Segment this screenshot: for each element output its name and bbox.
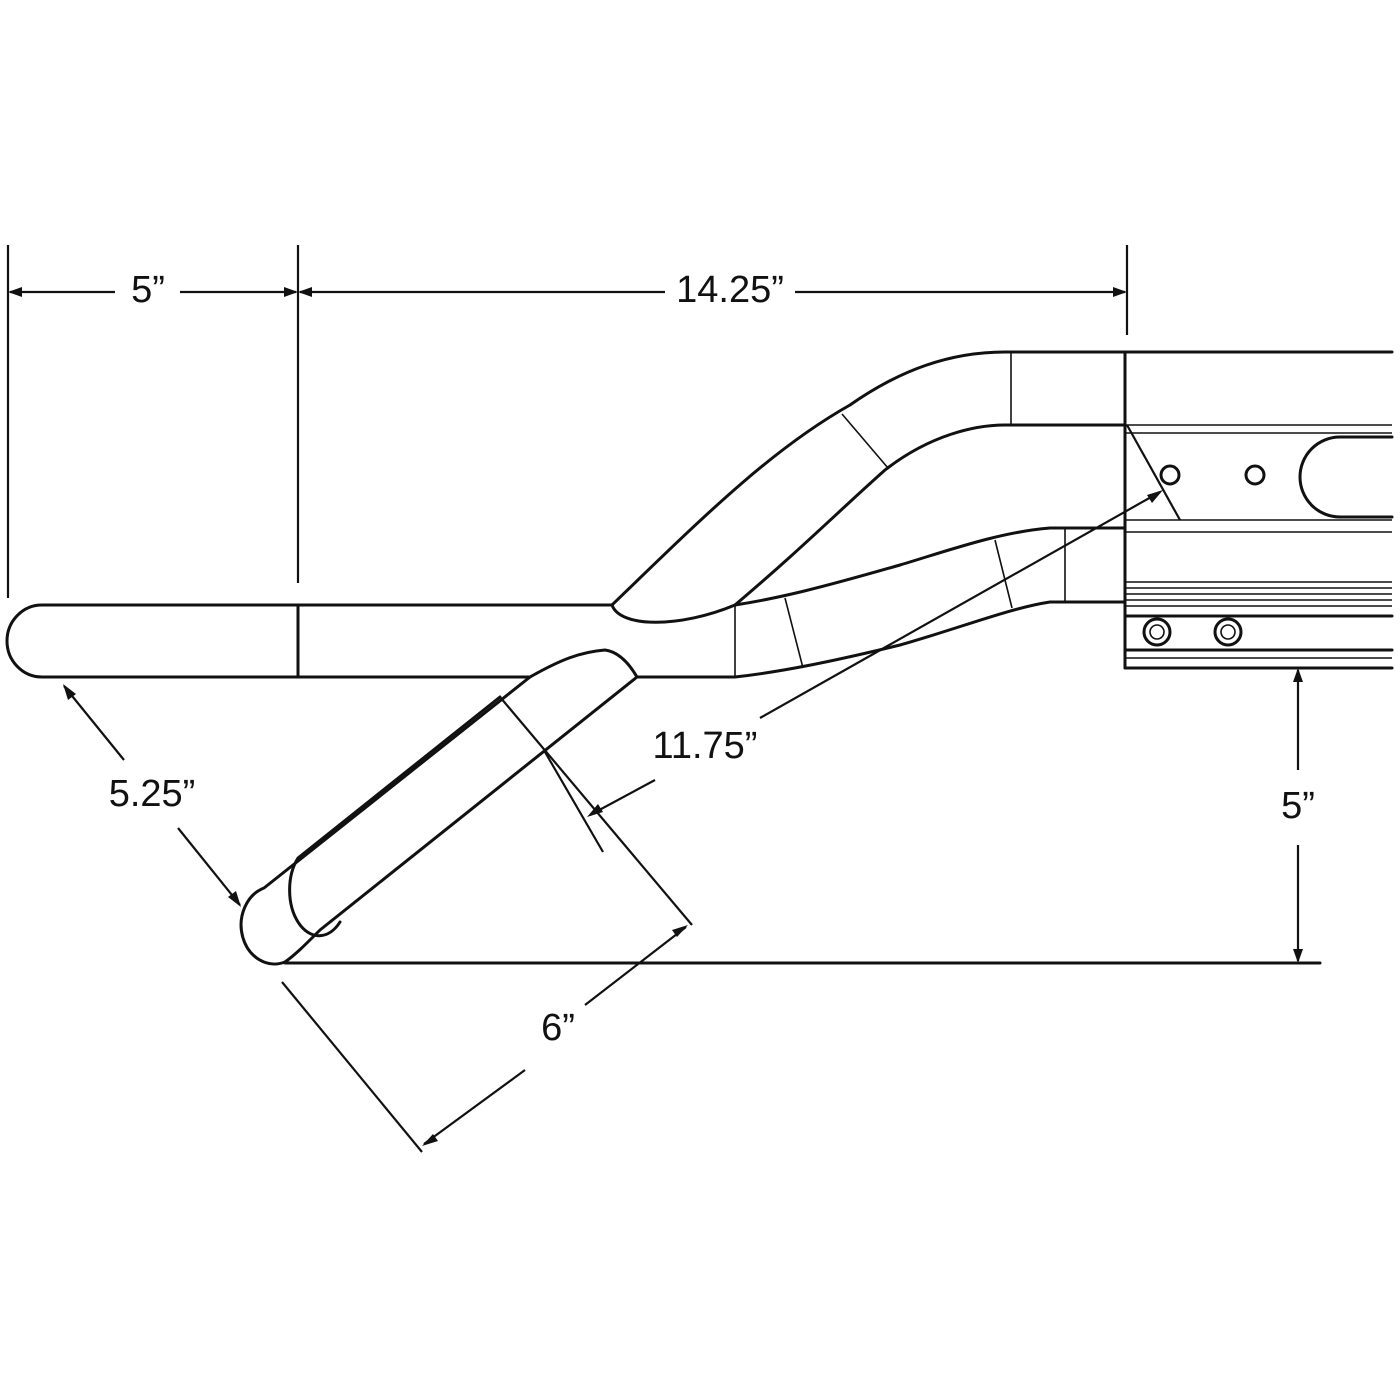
dimension-right-drop: 5” [1281,668,1315,963]
dimension-label: 11.75” [653,725,758,767]
hole-icon [1159,464,1181,486]
dimension-cross-span: 11.75” [544,424,1181,853]
mounting-holes [1142,464,1266,647]
dimension-label: 6” [541,1007,575,1049]
dimension-label: 14.25” [676,269,784,311]
dimension-label: 5” [1281,785,1315,827]
dimension-left-straight: 5” [6,245,300,598]
hole-icon [1244,464,1266,486]
bolt-icon [1213,617,1243,647]
dimension-branch-diagonal: 5.25” [63,684,241,907]
dimension-branch-width: 6” [281,696,693,1153]
bolt-icon [1142,617,1172,647]
dimension-label: 5” [131,269,165,311]
track-outline [5,350,1394,966]
dimension-mid-run: 14.25” [298,245,1129,335]
dimension-label: 5.25” [109,773,196,815]
